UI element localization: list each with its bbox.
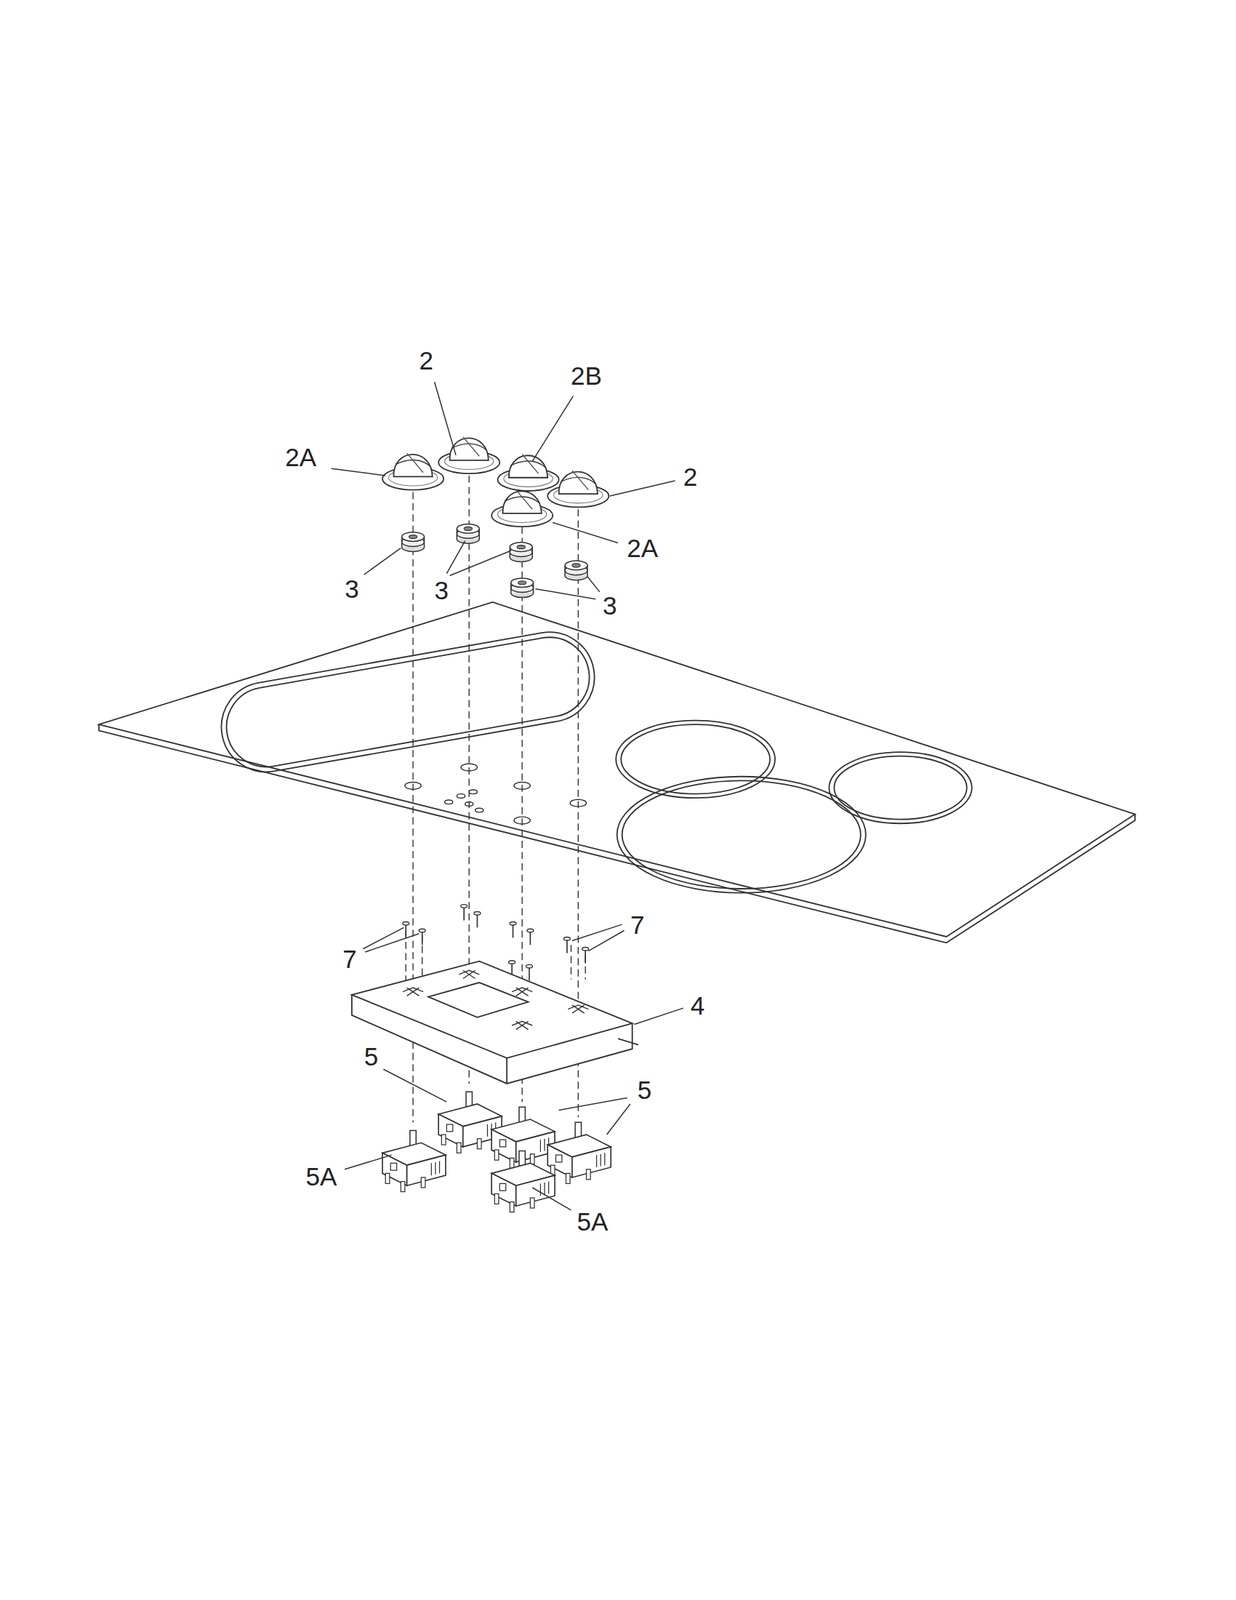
switch-bracket [351, 961, 639, 1084]
callout-number: 7 [342, 945, 357, 972]
bracket-tab [402, 969, 589, 1029]
callout-number: 5 [637, 1076, 652, 1103]
callout-number: 2B [570, 362, 603, 389]
infinite-switch [382, 1091, 611, 1213]
leader-line [331, 381, 684, 1210]
knob-hole [404, 763, 587, 824]
glass-cooktop [98, 602, 1135, 943]
callout-number: 3 [434, 576, 449, 603]
callout-number: 7 [630, 911, 645, 937]
callout-number: 3 [602, 591, 617, 618]
callout-number: 2A [285, 444, 317, 470]
callout-number: 5A [305, 1163, 337, 1189]
callout-number: 5 [364, 1042, 379, 1069]
callout-number: 4 [690, 991, 705, 1018]
callout-number: 2 [683, 463, 698, 490]
callout-number: 3 [344, 575, 359, 602]
callout-number: 2 [419, 347, 434, 373]
knob-clip [402, 524, 588, 598]
control-knob [382, 436, 609, 527]
callout-number: 2A [626, 535, 658, 561]
callout-number: 5A [577, 1207, 609, 1234]
element-outline [615, 720, 973, 893]
bridge-element-outline [214, 625, 603, 780]
